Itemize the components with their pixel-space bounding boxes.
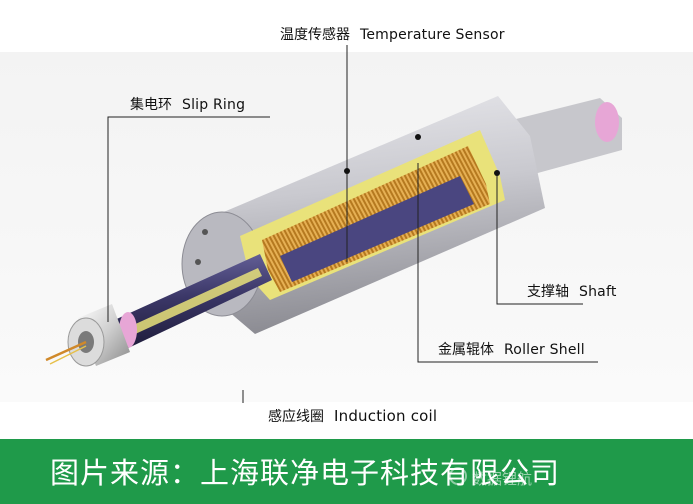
label-shaft-en: Shaft: [579, 284, 617, 300]
leader-roller-shell: [417, 163, 598, 363]
label-roller-shell-en: Roller Shell: [504, 342, 585, 358]
label-shaft: 支撑轴 Shaft: [527, 281, 617, 301]
inner-core: [280, 176, 474, 282]
watermark-text: 数据锂航: [472, 470, 533, 488]
label-induction-coil: 感应线圈 Induction coil: [268, 406, 437, 426]
label-induction-coil-zh: 感应线圈: [268, 409, 324, 425]
source-footer: 图片来源：上海联净电子科技有限公司: [0, 439, 693, 504]
label-temperature-sensor: 温度传感器 Temperature Sensor: [280, 24, 505, 44]
watermark-logo-icon: [449, 467, 467, 485]
label-temperature-sensor-zh: 温度传感器: [280, 27, 350, 43]
shaft-sheath: [118, 268, 262, 340]
leader-dot: [415, 134, 421, 140]
wire-lead: [45, 340, 87, 362]
label-slip-ring-en: Slip Ring: [182, 97, 246, 113]
label-roller-shell: 金属辊体 Roller Shell: [438, 339, 585, 359]
leader-dot: [344, 168, 350, 174]
right-end-face: [595, 102, 619, 142]
leader-dot: [494, 170, 500, 176]
label-slip-ring: 集电环 Slip Ring: [130, 94, 245, 114]
label-shaft-zh: 支撑轴: [527, 284, 569, 300]
label-induction-coil-en: Induction coil: [334, 407, 438, 425]
source-caption: 图片来源：上海联净电子科技有限公司: [50, 456, 561, 490]
label-temperature-sensor-en: Temperature Sensor: [360, 27, 505, 43]
label-slip-ring-zh: 集电环: [130, 97, 172, 113]
flange-bolt: [195, 259, 201, 265]
leader-shaft: [496, 173, 583, 305]
label-roller-shell-zh: 金属辊体: [438, 342, 494, 358]
wire-lead: [49, 345, 87, 365]
flange-bolt: [202, 229, 208, 235]
leader-slip-ring: [107, 116, 270, 322]
